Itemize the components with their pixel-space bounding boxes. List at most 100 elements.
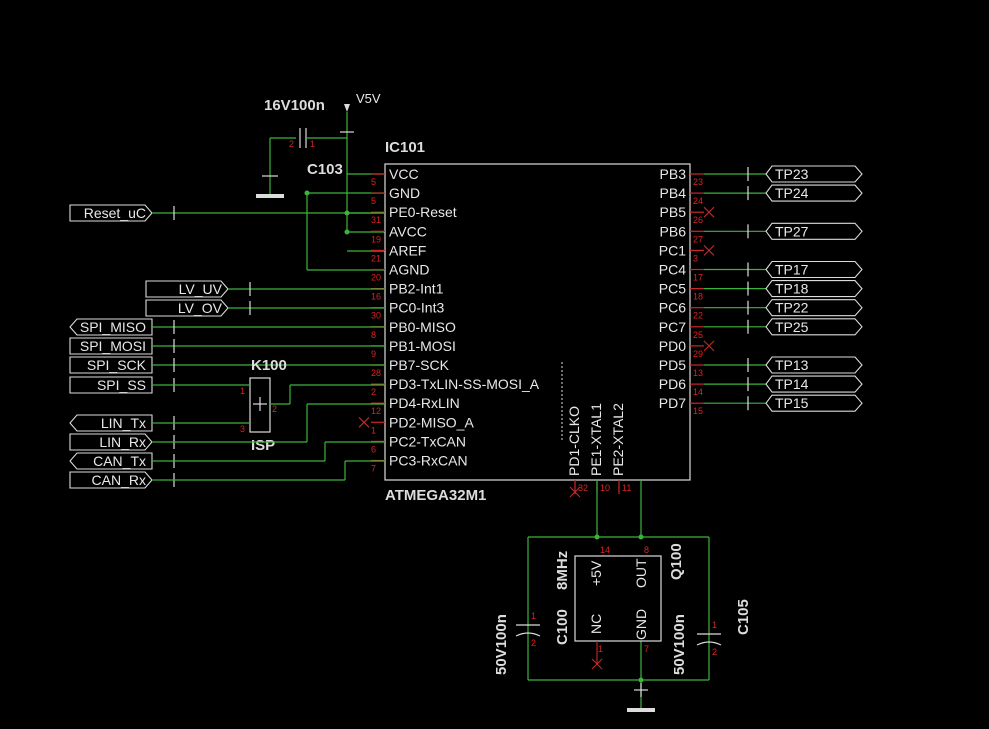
net-label-spi-mosi[interactable]: SPI_MOSI bbox=[69, 337, 385, 355]
net-label-can-tx[interactable]: CAN_Tx bbox=[69, 452, 175, 470]
ic-left-pin-name: PB7-SCK bbox=[389, 357, 450, 373]
ic-right-pin-number: 17 bbox=[693, 273, 703, 283]
test-point-tp17[interactable]: TP17 bbox=[704, 260, 863, 279]
net-label-spi-miso[interactable]: SPI_MISO bbox=[69, 318, 385, 336]
c105-pin1: 1 bbox=[712, 620, 717, 630]
test-point-label: TP23 bbox=[775, 166, 809, 182]
ic-left-pin-name: PD3-TxLIN-SS-MOSI_A bbox=[389, 376, 540, 392]
ic-ref: IC101 bbox=[385, 139, 425, 156]
ic-right-pin-number: 13 bbox=[693, 368, 703, 378]
ic-left-pin-number: 8 bbox=[371, 330, 376, 340]
test-point-tp25[interactable]: TP25 bbox=[704, 318, 863, 336]
ic-right-pin-number: 27 bbox=[693, 234, 703, 244]
ic-right-pin-name: PD5 bbox=[659, 357, 686, 373]
ic-left-pin-number: 7 bbox=[371, 464, 376, 474]
capacitor-c105[interactable]: 1 2 C105 50V100n bbox=[671, 599, 752, 675]
capacitor-c100[interactable]: 1 2 C100 50V100n bbox=[493, 609, 571, 675]
ic-right-pin-number: 29 bbox=[693, 349, 703, 359]
q100-pin-nc: NC bbox=[588, 614, 604, 634]
net-label-text: SPI_MISO bbox=[80, 319, 146, 335]
k100-value: ISP bbox=[251, 437, 275, 454]
ic-left-pin-number: 9 bbox=[371, 349, 376, 359]
net-label-lv-ov[interactable]: LV_OV bbox=[145, 299, 385, 317]
test-point-label: TP13 bbox=[775, 357, 809, 373]
ic-left-pin-name: PD2-MISO_A bbox=[389, 414, 474, 430]
test-point-tp13[interactable]: TP13 bbox=[704, 356, 863, 374]
q100-num-14: 14 bbox=[600, 545, 610, 555]
c105-value: 50V100n bbox=[671, 614, 688, 675]
c100-ref: C100 bbox=[554, 609, 571, 645]
ic-bottom-pin-number: 11 bbox=[622, 483, 631, 493]
ic-left-pin-name: AREF bbox=[389, 242, 426, 258]
ic-left-pin-number: 20 bbox=[371, 273, 381, 283]
net-label-group: Reset_uC LV_UV LV_OV SPI_MISO SPI_MOSI SPI_SC… bbox=[69, 204, 385, 489]
ic-right-pin-number: 23 bbox=[693, 177, 703, 187]
test-point-tp18[interactable]: TP18 bbox=[704, 280, 863, 298]
ic-right-pin-name: PC5 bbox=[659, 281, 686, 297]
net-label-text: SPI_SS bbox=[97, 377, 146, 393]
c100-value: 50V100n bbox=[493, 614, 510, 675]
net-label-reset-uc[interactable]: Reset_uC bbox=[69, 204, 385, 222]
c103-pin2: 2 bbox=[289, 139, 294, 149]
ic-left-pin-number: 19 bbox=[371, 234, 381, 244]
ic-right-pin-name: PC4 bbox=[659, 262, 686, 278]
ic-right-pin-name: PD7 bbox=[659, 395, 686, 411]
test-point-label: TP22 bbox=[775, 300, 809, 316]
ic-atmega32m1[interactable]: IC101 ATMEGA32M1 VCC5GND5PE0-Reset31AVCC… bbox=[358, 139, 715, 504]
ic-bottom-pin-number: 32 bbox=[578, 483, 588, 493]
test-point-tp23[interactable]: TP23 bbox=[704, 165, 863, 183]
q100-num-8: 8 bbox=[644, 545, 649, 555]
test-point-tp24[interactable]: TP24 bbox=[704, 184, 863, 202]
ic-right-pin-name: PD0 bbox=[659, 338, 686, 354]
ic-left-pin-number: 21 bbox=[371, 253, 381, 263]
c100-pin2: 2 bbox=[531, 638, 536, 648]
ic-bottom-pin-name: PE1-XTAL1 bbox=[588, 403, 604, 476]
c103-value: 16V100n bbox=[264, 97, 325, 114]
net-label-spi-ss[interactable]: SPI_SS bbox=[69, 376, 175, 394]
ic-right-pin-name: PB3 bbox=[660, 166, 687, 182]
ic-right-pin-number: 25 bbox=[693, 330, 703, 340]
capacitor-c103[interactable]: 16V100n 2 1 C103 bbox=[264, 97, 347, 178]
supply-label: V5V bbox=[356, 91, 381, 106]
test-point-tp27[interactable]: TP27 bbox=[704, 222, 863, 240]
net-label-text: LV_UV bbox=[179, 281, 223, 297]
net-label-spi-sck[interactable]: SPI_SCK bbox=[69, 356, 385, 374]
ic-left-pin-name: PB2-Int1 bbox=[389, 281, 444, 297]
net-label-lv-uv[interactable]: LV_UV bbox=[145, 280, 385, 298]
nc-mark bbox=[703, 245, 715, 256]
net-label-text: CAN_Rx bbox=[92, 472, 146, 488]
test-point-tp22[interactable]: TP22 bbox=[704, 299, 863, 317]
nc-mark bbox=[703, 206, 715, 218]
q100-ref: Q100 bbox=[668, 543, 685, 580]
net-label-lin-tx[interactable]: LIN_Tx bbox=[69, 414, 175, 432]
k100-ref: K100 bbox=[251, 357, 287, 374]
test-point-label: TP15 bbox=[775, 395, 809, 411]
ic-right-pin-number: 14 bbox=[693, 387, 703, 397]
connector-k100[interactable]: K100 ISP 1 2 3 bbox=[240, 357, 287, 454]
test-point-tp15[interactable]: TP15 bbox=[704, 394, 863, 412]
net-label-can-rx[interactable]: CAN_Rx bbox=[69, 471, 175, 489]
nc-mark-pd2 bbox=[358, 416, 370, 428]
test-point-label: TP17 bbox=[775, 262, 809, 278]
ic-right-pin-name: PB4 bbox=[660, 185, 687, 201]
q100-pin-5v: +5V bbox=[588, 560, 604, 586]
c100-pin1: 1 bbox=[531, 611, 536, 621]
ic-left-pin-number: 5 bbox=[371, 196, 376, 206]
net-label-text: SPI_SCK bbox=[87, 357, 147, 373]
nc-mark-pd1 bbox=[569, 486, 581, 498]
k100-pin2: 2 bbox=[272, 404, 277, 414]
net-label-lin-rx[interactable]: LIN_Rx bbox=[69, 433, 175, 451]
supply-symbol-v5v[interactable]: V5V bbox=[344, 91, 381, 138]
ic-bottom-pin-name: PE2-XTAL2 bbox=[610, 403, 626, 476]
ic-left-pin-name: PB1-MOSI bbox=[389, 338, 456, 354]
q100-pin-out: OUT bbox=[633, 558, 649, 588]
test-point-tp14[interactable]: TP14 bbox=[704, 375, 863, 393]
oscillator-q100[interactable]: 8MHz Q100 +5V OUT NC GND 14 8 1 7 bbox=[554, 543, 685, 670]
ic-left-pin-name: PC3-RxCAN bbox=[389, 453, 468, 469]
ic-right-pin-name: PB5 bbox=[660, 204, 687, 220]
q100-value: 8MHz bbox=[554, 551, 571, 590]
ic-left-pin-name: PB0-MISO bbox=[389, 319, 456, 335]
